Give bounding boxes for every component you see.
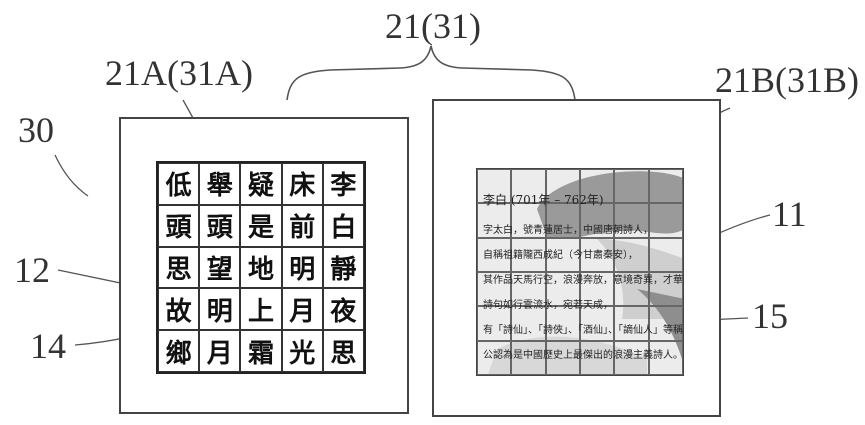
poem-cell: 李 [322,163,364,205]
poem-cell: 思 [322,330,364,372]
poem-cell: 前 [281,204,323,247]
leader-frame [54,154,89,197]
portrait-image: 李白 (701年 – 762年) 字太白，號青蓮居士，中國唐朝詩人， 自稱祖籍隴… [476,168,684,376]
poem-cell: 頭 [158,204,200,247]
photo-grid-cell [648,169,683,204]
photo-text-line: 詩句如行雲流水，宛若天成， [483,300,613,311]
photo-text-line: 公認為是中國歷史上最傑出的浪漫主義詩人。 [483,350,683,361]
poem-cell: 思 [158,246,200,289]
photo-grid-cell [614,169,649,204]
poem-cell: 望 [199,246,241,289]
photo-grid-cell [614,340,649,375]
photo-grid-cell [648,237,683,272]
poem-cell: 白 [322,204,364,247]
photo-grid-cell [511,306,546,341]
photo-grid-cell [579,340,615,375]
photo-title: 李白 (701年 – 762年) [483,193,604,207]
poem-cell: 床 [281,163,323,205]
photo-grid-cell [614,271,649,307]
photo-grid-cell [511,237,546,272]
poem-cell: 舉 [199,163,241,205]
photo-grid-cell [648,340,683,375]
photo-grid-cell [579,271,615,307]
photo-grid-cell [545,271,580,307]
photo-grid [477,169,683,375]
label-grid-unit: 14 [30,326,66,366]
leader-left-region [57,269,131,286]
label-segment: 15 [752,296,788,336]
poem-cell: 故 [158,288,200,331]
photo-grid-cell [545,169,580,204]
group-brace [286,45,576,101]
label-left-image: 21A(31A) [105,53,253,93]
poem-cell: 上 [240,288,282,331]
poem-cell: 月 [281,288,323,331]
photo-grid-cell [511,271,546,307]
photo-text-line: 字太白，號青蓮居士，中國唐朝詩人， [483,225,653,236]
photo-grid-cell [477,271,512,307]
photo-grid-cell [511,169,546,204]
photo-grid-cell [545,306,580,341]
photo-text-line: 自稱祖籍隴西成紀（今甘肅秦安）， [483,250,638,261]
label-right-image: 21B(31B) [715,60,859,100]
photo-grid-cell [648,306,683,341]
poem-cell: 鄉 [158,330,200,372]
poem-grid: 低舉疑床李頭頭是前白思望地明靜故明上月夜鄉月霜光思 [156,161,366,374]
poem-cell: 頭 [199,204,241,247]
label-group: 21(31) [385,6,481,46]
photo-grid-cell [477,340,512,375]
photo-grid-cell [477,169,512,204]
poem-cell: 霜 [240,330,282,372]
photo-grid-cell [614,237,649,272]
photo-grid-cell [579,237,615,272]
photo-grid-cell [579,306,615,341]
poem-cell: 光 [281,330,323,372]
left-panel [119,117,409,414]
poem-cell: 月 [199,330,241,372]
photo-text-line: 有「詩仙」、「詩俠」、「酒仙」、「謫仙人」等稱呼， [483,325,684,336]
photo-grid-cell [579,169,615,204]
poem-cell: 靜 [322,246,364,289]
photo-text-line: 其作品天馬行空，浪漫奔放，意境奇異，才華橫溢； [483,275,683,286]
poem-cell: 疑 [240,163,282,205]
photo-grid-cell [477,237,512,272]
poem-cell: 低 [158,163,200,205]
poem-cell: 明 [281,246,323,289]
poem-cell: 是 [240,204,282,247]
poem-cell: 明 [199,288,241,331]
photo-grid-cell [614,306,649,341]
label-right-region: 11 [772,194,807,234]
photo-grid-cell [545,237,580,272]
photo-grid-cell [477,203,512,238]
photo-grid-cell [511,340,546,375]
photo-grid-cell [511,203,546,238]
photo-grid-cell [579,203,615,238]
photo-grid-cell [545,340,580,375]
photo-grid-cell [477,306,512,341]
poem-cell: 夜 [322,288,364,331]
photo-grid-cell [648,271,683,307]
label-left-region: 12 [14,250,50,290]
photo-grid-cell [614,203,649,238]
photo-grid-cell [648,203,683,238]
poem-cell: 地 [240,246,282,289]
label-frame: 30 [18,110,54,150]
photo-grid-cell [545,203,580,238]
